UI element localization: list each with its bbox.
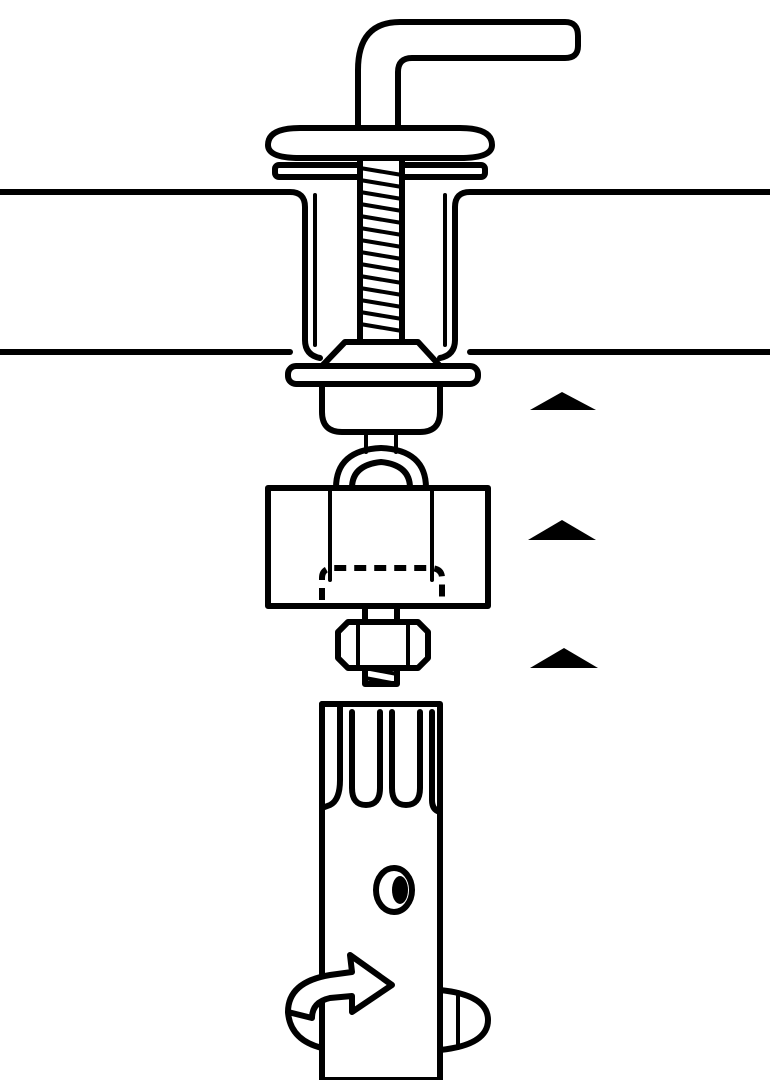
bowl-mount (0, 189, 770, 361)
triangle-up-marker-icon (530, 648, 598, 668)
triangle-up-marker-icon (530, 392, 596, 410)
socket-tool (319, 701, 443, 1080)
pointer-3 (530, 648, 598, 668)
threaded-bolt (357, 155, 405, 351)
pointer-2 (528, 520, 596, 540)
cone-washer (285, 339, 481, 387)
pointer-1 (530, 392, 596, 410)
hex-nut (335, 603, 431, 687)
rotation-arrow (285, 952, 491, 1053)
hinge-post (355, 19, 581, 133)
cap-nut (319, 381, 443, 435)
bolt-stub (333, 430, 429, 491)
triangle-up-marker-icon (528, 520, 596, 540)
anchor-block (265, 485, 491, 609)
